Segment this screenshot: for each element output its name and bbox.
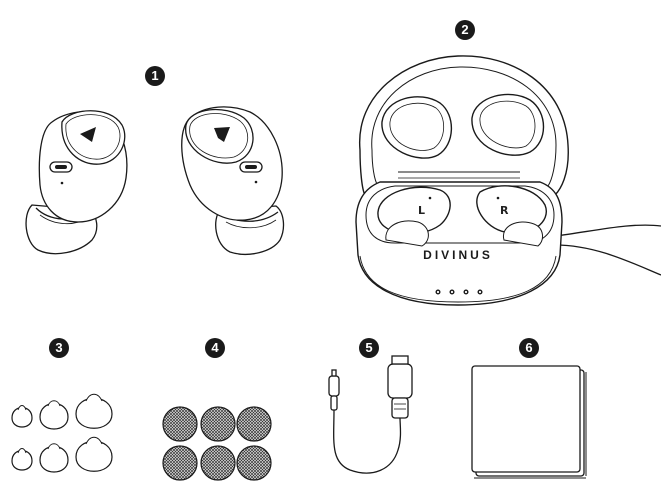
filter-1 — [162, 406, 198, 442]
filter-6 — [236, 445, 272, 481]
left-earbud — [25, 110, 128, 255]
item-6-badge: 6 — [519, 338, 539, 358]
charging-cable-tail — [554, 224, 661, 276]
filter-3 — [236, 406, 272, 442]
item-5-badge: 5 — [359, 338, 379, 358]
ear-tip-large-top — [75, 393, 113, 429]
case-right-mark: R — [500, 204, 509, 217]
ear-tip-medium-top — [39, 400, 69, 430]
case-left-mark: L — [418, 204, 425, 217]
usb-cable — [328, 355, 413, 474]
ear-tip-small-bottom — [11, 448, 33, 471]
item-4-badge: 4 — [205, 338, 225, 358]
charging-case — [355, 55, 569, 306]
item-1-badge: 1 — [145, 66, 165, 86]
filter-5 — [200, 445, 236, 481]
right-earbud — [181, 106, 285, 255]
foam-filters — [162, 406, 272, 481]
case-brand-label: DIVINUS — [423, 248, 493, 262]
ear-tip-medium-bottom — [39, 443, 69, 473]
item-3-badge: 3 — [49, 338, 69, 358]
item-2-badge: 2 — [455, 20, 475, 40]
filter-4 — [162, 445, 198, 481]
ear-tips — [11, 393, 113, 473]
ear-tip-large-bottom — [75, 436, 113, 472]
filter-2 — [200, 406, 236, 442]
user-manual — [471, 365, 587, 479]
ear-tip-small-top — [11, 405, 33, 428]
